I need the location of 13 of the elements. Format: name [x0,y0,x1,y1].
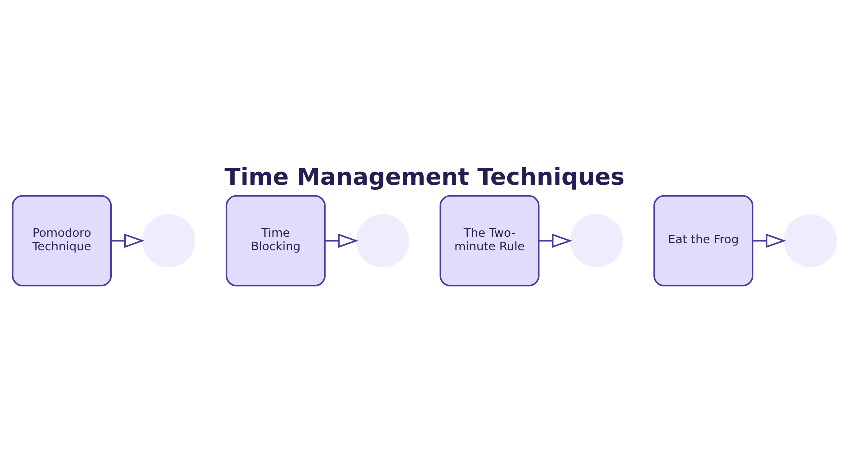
node-box: The Two-minute Rule [440,195,540,287]
node-box: Pomodoro Technique [12,195,112,287]
node-circle [784,214,838,268]
node-circle [356,214,410,268]
node-box: Time Blocking [226,195,326,287]
diagram-title: Time Management Techniques [224,163,625,192]
node-box: Eat the Frog [654,195,754,287]
arrow [325,234,359,248]
arrow [752,234,786,248]
arrow [111,234,145,248]
arrow [539,234,572,248]
node-circle [142,214,196,268]
node-circle [570,214,624,268]
